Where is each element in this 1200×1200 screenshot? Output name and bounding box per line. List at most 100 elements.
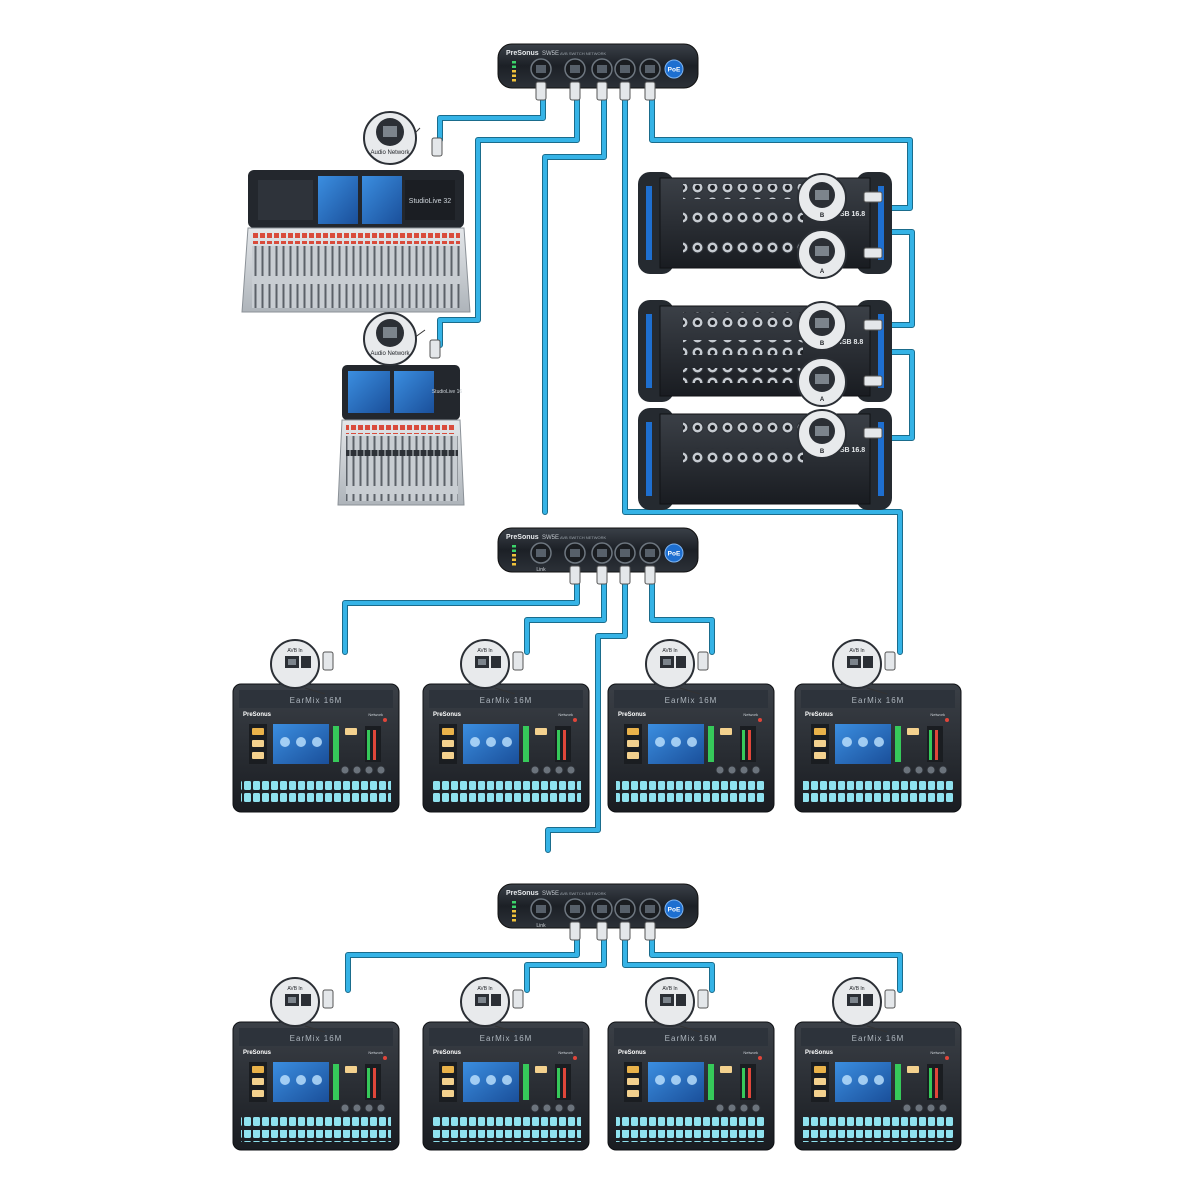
earmix-top-strip <box>801 1028 955 1046</box>
earmix-button <box>814 752 826 759</box>
secondary-port <box>676 656 686 668</box>
earmix-meter <box>895 726 901 762</box>
mixer-screen-left <box>348 371 390 413</box>
earmix-knob-display <box>842 737 852 747</box>
status-led <box>512 558 516 561</box>
earmix-encoder <box>542 765 552 775</box>
earmix-network-label: Network <box>743 1050 758 1055</box>
earmix-encoder <box>566 1103 576 1113</box>
earmix-knob-display <box>655 1075 665 1085</box>
callout-line <box>679 1025 701 1033</box>
earmix-encoder <box>554 765 564 775</box>
earmix-meter <box>563 730 566 760</box>
network-led <box>383 1056 387 1060</box>
poe-badge-icon <box>664 899 684 919</box>
mixer-name: StudioLive 32 <box>409 198 452 205</box>
earmix-meter <box>895 1064 901 1100</box>
rj45-socket <box>536 905 546 913</box>
switch-subtitle: AVB SWITCH NETWORK <box>560 51 606 56</box>
earmix-button <box>814 1066 826 1073</box>
secondary-port <box>491 994 501 1006</box>
earmix-meter <box>563 1068 566 1098</box>
earmix-model: EarMix 16M <box>480 696 533 705</box>
earmix-encoder <box>376 765 386 775</box>
earmix-model: EarMix 16M <box>852 1034 905 1043</box>
earmix-button <box>252 752 264 759</box>
rj45-plug-icon <box>322 989 334 1009</box>
poe-badge-icon <box>664 543 684 563</box>
mixer-network-callout: Audio Network <box>363 312 426 366</box>
earmix-meter <box>748 730 751 760</box>
earmix-knob-display <box>296 737 306 747</box>
rj45-socket <box>815 374 829 384</box>
rj45-plug-icon <box>619 81 631 101</box>
port-label: A <box>820 397 825 403</box>
earmix-brand: PreSonus <box>805 1050 834 1056</box>
earmix-encoder <box>715 765 725 775</box>
earmix-meter <box>367 730 370 760</box>
earmix-key-row <box>803 1116 953 1128</box>
earmix-knob-display <box>842 1075 852 1085</box>
network-led <box>758 718 762 722</box>
secondary-port <box>676 994 686 1006</box>
stagebox-accent <box>878 314 884 388</box>
status-led <box>512 65 516 68</box>
status-led <box>512 554 516 557</box>
cable-main-to-studiolive32 <box>438 86 545 142</box>
earmix-key-row <box>616 778 766 790</box>
earmix-key-row <box>241 792 391 804</box>
earmix-button <box>814 1090 826 1097</box>
mixer-screen-right <box>394 371 434 413</box>
secondary-port <box>301 994 311 1006</box>
rj45-plug-icon <box>596 565 608 585</box>
cable-switch3-to-earmix-7 <box>623 926 714 992</box>
earmix-knob-display <box>874 737 884 747</box>
cable-switch2-to-earmix-2 <box>525 570 606 654</box>
switch-brand: PreSonus <box>506 890 539 897</box>
earmix-meter <box>523 726 529 762</box>
stagebox-name: NSB 16.8 <box>835 447 865 454</box>
stagebox-name: NSB 16.8 <box>835 211 865 218</box>
earmix-knob-display <box>280 1075 290 1085</box>
earmix-meter <box>935 1068 938 1098</box>
rj45-socket <box>597 65 607 73</box>
stagebox-jack-row <box>683 184 803 199</box>
earmix-top-strip <box>239 1028 393 1046</box>
earmix-encoder <box>364 765 374 775</box>
rj45-socket <box>645 65 655 73</box>
earmix-top-strip <box>429 1028 583 1046</box>
earmix-knob-display <box>502 737 512 747</box>
earmix-key-row <box>241 778 391 790</box>
rj45-socket-pins <box>850 997 858 1003</box>
earmix-encoder <box>530 765 540 775</box>
nsb-stagebox: NSB 16.8BA <box>638 172 892 279</box>
earmix-meter <box>929 1068 932 1098</box>
earmix-button <box>252 740 264 747</box>
earmix-knob-display <box>470 737 480 747</box>
cable-switch2-to-earmix-3 <box>650 570 714 654</box>
earmix-button <box>252 728 264 735</box>
earmix-meter <box>333 726 339 762</box>
earmix-network-label: Network <box>368 712 383 717</box>
rj45-socket-pins <box>663 659 671 665</box>
poe-badge-label: PoE <box>668 907 681 914</box>
cable-stagebox-1-to-2 <box>878 230 914 327</box>
secondary-port <box>301 656 311 668</box>
earmix-top-strip <box>614 1028 768 1046</box>
rj45-socket <box>620 905 630 913</box>
earmix-key-row <box>803 792 953 804</box>
callout-label: AVB In <box>849 986 864 992</box>
cable-main-to-switch-2 <box>543 86 606 514</box>
mixer-name: StudioLive 16 <box>432 389 463 395</box>
earmix-knob-display <box>671 1075 681 1085</box>
earmix-key-row <box>616 1130 766 1142</box>
rj45-plug-icon <box>644 921 656 941</box>
callout-line <box>494 687 516 695</box>
studiolive-16-mixer: StudioLive 16 Audio Network <box>337 312 465 506</box>
earmix-button <box>907 728 919 735</box>
callout-label: AVB In <box>287 648 302 654</box>
earmix-button <box>627 752 639 759</box>
switch-model: SW5E <box>542 51 559 57</box>
